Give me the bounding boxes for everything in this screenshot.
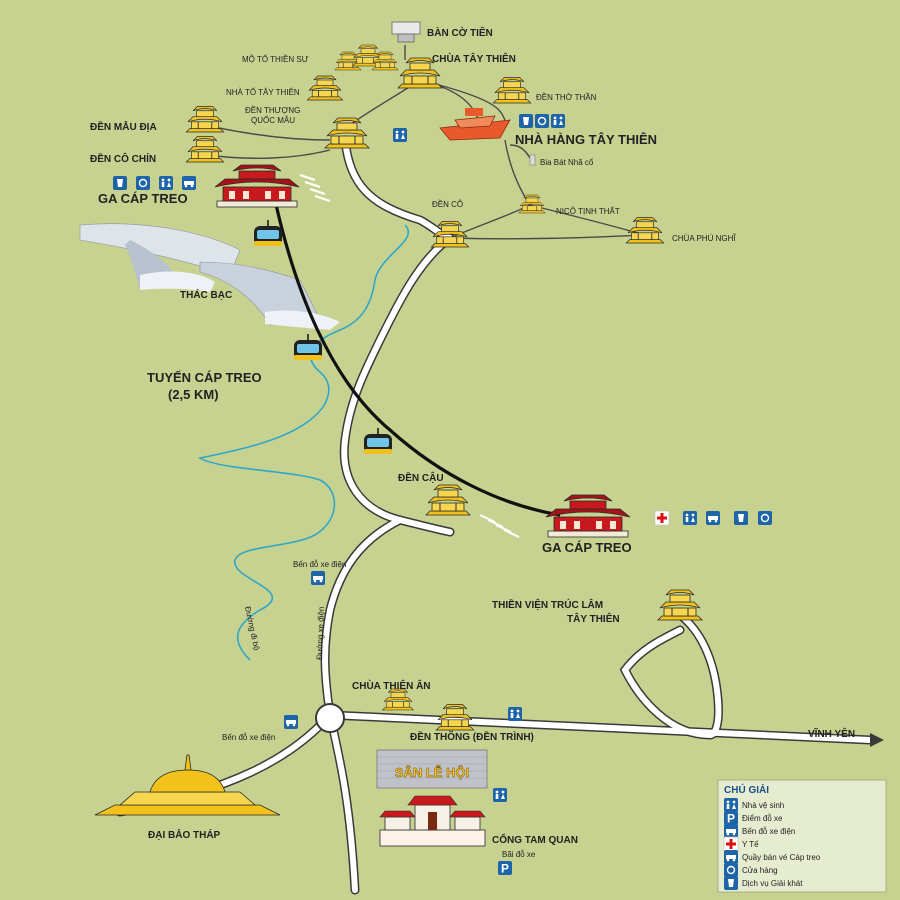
cable-car-ticket-icon bbox=[182, 176, 196, 190]
label-ban-co-tien: BÀN CỜ TIÊN bbox=[427, 26, 493, 39]
shop-icon bbox=[757, 510, 773, 526]
dai-bao-thap-icon[interactable] bbox=[94, 754, 281, 816]
bia-bat-nha-icon bbox=[529, 154, 536, 166]
label-duong-xe-dien: Đường xe điện bbox=[315, 606, 326, 660]
nha-hang-tay-thien-icon[interactable] bbox=[439, 108, 511, 141]
cong-tam-quan-icon[interactable] bbox=[379, 795, 486, 847]
parking-icon bbox=[724, 811, 738, 826]
legend-item-shop: Cửa hàng bbox=[723, 862, 778, 878]
electric-car-icon bbox=[284, 715, 298, 729]
svg-text:Nhà vệ sinh: Nhà vệ sinh bbox=[742, 801, 784, 810]
label-ga-cap-treo-bottom: GA CÁP TREO bbox=[542, 540, 632, 555]
label-bia-bat-nha: Bia Bát Nhã cổ bbox=[540, 158, 594, 167]
shop-icon bbox=[534, 113, 550, 129]
legend-title: CHÚ GIẢI bbox=[724, 783, 769, 796]
cable-line bbox=[273, 199, 561, 517]
cable-car-ticket-icon bbox=[724, 850, 738, 864]
medical-cross-icon bbox=[723, 836, 739, 852]
legend-item-restroom: Nhà vệ sinh bbox=[724, 798, 784, 812]
medical-cross-icon bbox=[654, 510, 670, 526]
legend-item-medical: Y Tế bbox=[723, 836, 759, 852]
shop-icon bbox=[135, 175, 151, 191]
label-den-thong: ĐỀN THÕNG (ĐỀN TRÌNH) bbox=[410, 730, 534, 743]
drink-icon bbox=[734, 511, 748, 525]
label-chua-tay-thien: CHÙA TÂY THIÊN bbox=[432, 52, 516, 65]
label-dai-bao-thap: ĐẠI BẢO THÁP bbox=[148, 828, 221, 841]
san-le-hoi-sign[interactable]: SÂN LỄ HỘI bbox=[376, 749, 488, 789]
label-tuyen-cap-treo-2: (2,5 KM) bbox=[168, 387, 219, 402]
drink-icon bbox=[519, 114, 533, 128]
drink-icon bbox=[724, 876, 738, 890]
label-den-tho-than: ĐỀN THỜ THẦN bbox=[536, 92, 597, 102]
electric-car-icon bbox=[724, 824, 738, 838]
label-bai-do-xe: Bãi đỗ xe bbox=[502, 850, 536, 859]
restroom-icon bbox=[683, 511, 697, 525]
stream bbox=[197, 224, 409, 661]
legend: CHÚ GIẢI Nhà vệ sinh Điểm đỗ xe Bến đỗ x… bbox=[717, 779, 887, 893]
label-mo-to-thien-su: MỘ TỔ THIỀN SƯ bbox=[242, 54, 309, 64]
legend-item-parking: Điểm đỗ xe bbox=[724, 811, 783, 826]
electric-car-icon bbox=[311, 571, 325, 585]
stairs bbox=[299, 174, 520, 538]
direction-arrow-icon bbox=[870, 733, 884, 747]
svg-text:Điểm đỗ xe: Điểm đỗ xe bbox=[742, 814, 783, 823]
svg-text:Y Tế: Y Tế bbox=[742, 840, 759, 849]
shop-icon bbox=[723, 862, 739, 878]
restroom-icon bbox=[508, 707, 522, 721]
legend-box bbox=[717, 779, 887, 893]
svg-text:Dịch vụ Giải khát: Dịch vụ Giải khát bbox=[742, 879, 803, 888]
restroom-icon bbox=[551, 114, 565, 128]
label-nha-hang-tay-thien: NHÀ HÀNG TÂY THIÊN bbox=[515, 132, 657, 147]
legend-items: Nhà vệ sinh Điểm đỗ xe Bến đỗ xe điện Y … bbox=[723, 798, 821, 890]
svg-text:Quầy bán vé Cáp treo: Quầy bán vé Cáp treo bbox=[742, 853, 821, 862]
restroom-icon bbox=[393, 128, 407, 142]
label-ga-cap-treo-top: GA CÁP TREO bbox=[98, 191, 188, 206]
label-tuyen-cap-treo-1: TUYẾN CÁP TREO bbox=[147, 370, 262, 385]
restroom-icon bbox=[724, 798, 738, 812]
parking-icon bbox=[498, 861, 512, 876]
label-den-mau-dia: ĐỀN MẪU ĐỊA bbox=[90, 120, 157, 133]
label-ben-do-xe-dien-top: Bến đỗ xe điện bbox=[293, 560, 346, 569]
restroom-icon bbox=[493, 788, 507, 802]
label-den-co-chin: ĐỀN CÔ CHÍN bbox=[90, 152, 156, 165]
cable-car-ticket-icon bbox=[706, 511, 720, 525]
drink-icon bbox=[113, 176, 127, 190]
legend-item-drink: Dịch vụ Giải khát bbox=[724, 876, 803, 890]
svg-text:Bến đỗ xe điện: Bến đỗ xe điện bbox=[742, 827, 795, 836]
san-le-hoi-label: SÂN LỄ HỘI bbox=[395, 765, 469, 780]
label-ben-do-xe-dien-bottom: Bến đỗ xe điện bbox=[222, 733, 275, 742]
restroom-icon bbox=[159, 176, 173, 190]
label-cong-tam-quan: CỔNG TAM QUAN bbox=[492, 833, 578, 846]
label-nha-to-tay-thien: NHÀ TỔ TÂY THIÊN bbox=[226, 88, 300, 97]
label-thien-vien-2: TÂY THIÊN bbox=[567, 612, 620, 625]
waterfall-illustration bbox=[79, 223, 340, 330]
svg-text:Cửa hàng: Cửa hàng bbox=[742, 866, 778, 875]
label-thac-bac: THÁC BẠC bbox=[180, 288, 232, 301]
label-vinh-yen: VĨNH YÊN bbox=[808, 727, 855, 740]
label-chua-thien-an: CHÙA THIÊN ÂN bbox=[352, 679, 431, 692]
map-labels: BÀN CỜ TIÊN MỘ TỔ THIỀN SƯ CHÙA TÂY THIÊ… bbox=[90, 26, 855, 859]
label-chua-phu-nghi: CHÙA PHÚ NGHĨ bbox=[672, 234, 736, 243]
legend-item-electric-car: Bến đỗ xe điện bbox=[724, 824, 795, 838]
label-den-thuong-1: ĐỀN THƯỢNG bbox=[245, 105, 300, 115]
label-den-co: ĐỀN CÔ bbox=[432, 199, 463, 209]
label-den-thuong-2: QUỐC MẪU bbox=[251, 115, 295, 125]
services-nha-hang bbox=[519, 113, 565, 129]
ban-co-tien-icon[interactable] bbox=[391, 21, 421, 43]
label-nico-tinh-that: NICÔ TỊNH THẤT bbox=[556, 206, 620, 216]
legend-item-ticket: Quầy bán vé Cáp treo bbox=[724, 850, 821, 864]
label-den-cau: ĐỀN CẬU bbox=[398, 471, 444, 484]
label-thien-vien-1: THIỀN VIỆN TRÚC LÂM bbox=[492, 598, 603, 611]
